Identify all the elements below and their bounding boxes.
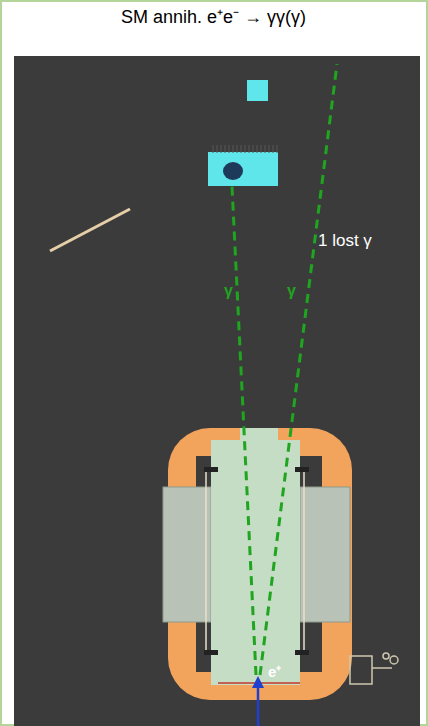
photon-label: γ	[222, 282, 235, 300]
photon-track	[260, 64, 337, 675]
dark-ground	[14, 56, 420, 726]
coil-left	[163, 487, 211, 622]
calorimeter-segments	[210, 145, 278, 153]
target-line	[50, 209, 130, 251]
diagram-title: SM annih. e⁺e⁻ → γγ(γ)	[121, 8, 306, 28]
target-actuator	[350, 653, 398, 684]
calorimeter	[208, 152, 278, 186]
beam-label: e⁺	[268, 664, 281, 681]
photon-track	[232, 186, 256, 675]
veto-detector	[247, 80, 268, 101]
annotation: 1 lost γ	[318, 232, 372, 251]
chamber-flange	[240, 428, 278, 441]
photon-hit	[223, 162, 243, 180]
positron-beam	[257, 686, 260, 726]
coil-right	[300, 487, 350, 622]
photon-label: γ	[285, 282, 298, 300]
vacuum-chamber	[211, 440, 300, 685]
